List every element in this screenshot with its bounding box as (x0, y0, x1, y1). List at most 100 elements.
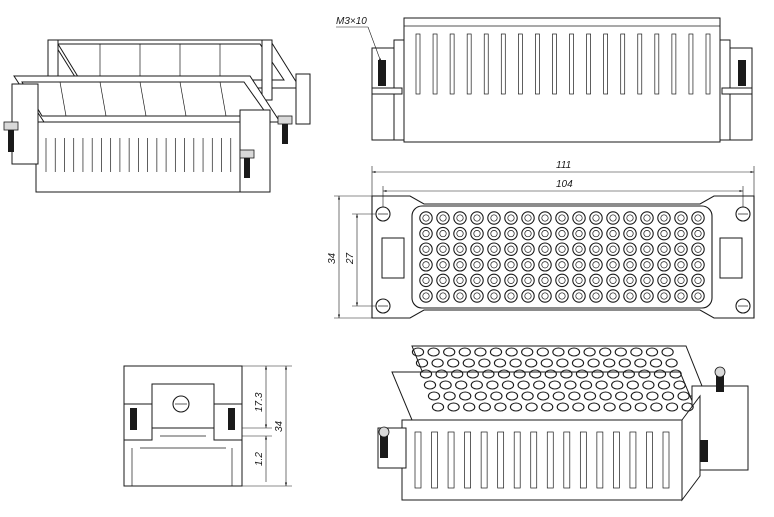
contact-cavity (587, 358, 600, 368)
contact-cavity (691, 242, 705, 256)
slot (603, 33, 608, 95)
contact-pin (490, 276, 498, 284)
contact-pin (558, 245, 566, 253)
contact-pin (507, 292, 515, 300)
contact-pin (643, 245, 651, 253)
contact-cavity (691, 289, 705, 303)
contact-pin (456, 245, 464, 253)
contact-cavity (509, 358, 522, 368)
fin (662, 431, 670, 489)
contact-pin (694, 261, 702, 269)
contact-cavity (572, 289, 586, 303)
contact-cavity (572, 211, 586, 225)
contact-cavity (487, 273, 501, 288)
contact-cavity (626, 380, 639, 390)
contact-cavity (640, 211, 654, 225)
slot (671, 33, 677, 95)
contact-cavity (458, 347, 471, 357)
contact-cavity (552, 347, 565, 357)
contact-cavity (691, 211, 705, 225)
contact-cavity (640, 226, 654, 241)
contact-pin (660, 214, 668, 222)
contact-cavity (674, 242, 688, 256)
fin (579, 431, 587, 489)
contact-cavity (640, 289, 654, 303)
contact-pin (507, 276, 515, 284)
contact-cavity (599, 347, 612, 357)
contact-cavity (665, 402, 679, 412)
contact-cavity (556, 358, 569, 368)
contact-cavity (474, 347, 487, 357)
dimension-side-height: 34 (274, 420, 285, 432)
contact-cavity (447, 402, 460, 412)
slot (483, 33, 489, 95)
contact-cavity (674, 289, 688, 303)
slot (705, 33, 711, 95)
contact-cavity (615, 391, 628, 401)
contact-cavity (555, 226, 569, 241)
contact-cavity (560, 369, 573, 379)
contact-pin (422, 245, 430, 253)
contact-cavity (603, 402, 616, 412)
contact-cavity (455, 380, 468, 390)
contact-cavity (521, 347, 534, 357)
contact-cavity (494, 402, 507, 412)
contact-cavity (589, 242, 603, 256)
contact-pin (524, 214, 532, 222)
contact-pin (473, 214, 481, 222)
contact-cavity (583, 391, 597, 401)
contact-cavity (462, 358, 475, 368)
contact-pin (490, 292, 498, 300)
contact-cavity (606, 273, 620, 288)
contact-pin (558, 276, 566, 284)
contact-pin (592, 214, 600, 222)
contact-pin (422, 292, 430, 300)
contact-pin (626, 261, 634, 269)
contact-pin (541, 276, 549, 284)
contact-cavity (606, 226, 620, 241)
contact-pin (677, 261, 685, 269)
contact-pin (694, 214, 702, 222)
contact-cavity (555, 289, 569, 303)
contact-cavity (657, 380, 671, 390)
contact-pin (660, 276, 668, 284)
contact-cavity (634, 358, 647, 368)
contact-cavity (630, 347, 643, 357)
contact-pin (575, 245, 583, 253)
screw-head-icon (172, 395, 190, 413)
contact-pin (626, 245, 634, 253)
contact-cavity (555, 211, 569, 225)
contact-cavity (640, 258, 654, 272)
contact-cavity (623, 289, 637, 303)
screw-icon (716, 374, 724, 392)
contact-pin (439, 292, 447, 300)
contact-cavity (489, 347, 503, 357)
slot (518, 33, 523, 95)
contact-pin (456, 214, 464, 222)
contact-cavity (470, 273, 484, 288)
screw-annotation: M3×10 (336, 16, 367, 27)
contact-pin (694, 245, 702, 253)
contact-pin (609, 214, 617, 222)
contact-cavity (595, 380, 608, 390)
contact-cavity (505, 347, 518, 357)
contact-cavity (572, 226, 586, 241)
contact-pin (660, 292, 668, 300)
contact-pin (541, 214, 549, 222)
contact-pin (592, 245, 600, 253)
contact-cavity (572, 402, 585, 412)
contact-pin (575, 292, 583, 300)
contact-pin (660, 245, 668, 253)
contact-cavity (470, 380, 483, 390)
isometric-view-top-left (3, 39, 311, 193)
contact-pin (677, 276, 685, 284)
dimension-mount-height: 27 (345, 252, 356, 265)
contact-cavity (478, 402, 491, 412)
screw-icon (130, 408, 137, 430)
contact-cavity (623, 226, 637, 241)
contact-pin (473, 276, 481, 284)
contact-cavity (419, 369, 433, 379)
contact-cavity (470, 289, 484, 303)
contact-cavity (606, 211, 620, 225)
contact-cavity (589, 211, 603, 225)
